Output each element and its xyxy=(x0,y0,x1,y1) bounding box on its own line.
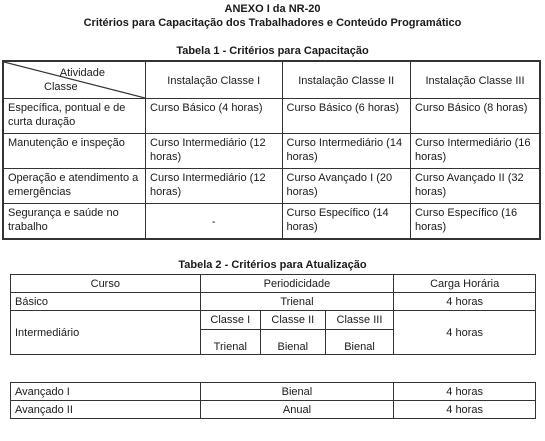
corner-label-class: Classe xyxy=(44,81,78,93)
table2-header-row: Curso Periodicidade Carga Horária xyxy=(10,274,536,293)
row-label: Segurança e saúde no trabalho xyxy=(2,203,147,240)
table2-title: Tabela 2 - Critérios para Atualização xyxy=(178,259,367,271)
table-cell: Curso Específico (16 horas) xyxy=(409,203,541,240)
table-row: Manutenção e inspeção Curso Intermediári… xyxy=(2,133,541,169)
workload: 4 horas xyxy=(393,400,536,419)
table1-col-header: Instalação Classe III xyxy=(409,60,541,99)
table-cell: Curso Avançado II (32 horas) xyxy=(409,168,541,204)
course-name: Avançado I xyxy=(10,382,201,401)
table-cell: - xyxy=(145,203,283,240)
periodicity: Bienal xyxy=(199,382,395,401)
periodicity-by-class: Classe I Classe II Classe III Trienal Bi… xyxy=(199,310,395,355)
table-row: Avançado II Anual 4 horas xyxy=(10,400,536,419)
training-criteria-table: Atividade Classe Instalação Classe I Ins… xyxy=(2,60,541,240)
table2-col-header: Curso xyxy=(10,274,201,293)
table-cell: Curso Avançado I (20 horas) xyxy=(281,168,411,204)
row-label: Operação e atendimento a emergências xyxy=(2,168,147,204)
table-cell: Curso Básico (6 horas) xyxy=(281,98,411,134)
periodicity: Trienal xyxy=(199,292,395,311)
row-label: Manutenção e inspeção xyxy=(2,133,147,169)
table-row: Operação e atendimento a emergências Cur… xyxy=(2,168,541,204)
row-label: Específica, pontual e de curta duração xyxy=(2,98,147,134)
annex-title: ANEXO I da NR-20 xyxy=(224,3,321,15)
workload: 4 horas xyxy=(393,310,536,355)
table2-col-header: Periodicidade xyxy=(199,274,395,293)
periodicity: Bienal xyxy=(324,329,394,354)
table-cell: Curso Intermediário (12 horas) xyxy=(145,168,283,204)
annex-subtitle: Critérios para Capacitação dos Trabalhad… xyxy=(83,17,462,29)
class-header: Classe I xyxy=(200,311,261,330)
table-cell: Curso Básico (8 horas) xyxy=(409,98,541,134)
table1-col-header: Instalação Classe II xyxy=(281,60,411,99)
periodicity: Anual xyxy=(199,400,395,419)
periodicity: Trienal xyxy=(200,329,261,354)
workload: 4 horas xyxy=(393,292,536,311)
advanced-update-table: Avançado I Bienal 4 horas Avançado II An… xyxy=(10,382,536,419)
table1-title: Tabela 1 - Critérios para Capacitação xyxy=(176,45,369,57)
update-criteria-table: Curso Periodicidade Carga Horária Básico… xyxy=(10,274,536,355)
table-row: Básico Trienal 4 horas xyxy=(10,292,536,311)
class-header: Classe II xyxy=(259,311,326,330)
table-cell: Curso Básico (4 horas) xyxy=(145,98,283,134)
table-cell: Curso Intermediário (12 horas) xyxy=(145,133,283,169)
table-cell: Curso Intermediário (16 horas) xyxy=(409,133,541,169)
class-subtable: Classe I Classe II Classe III Trienal Bi… xyxy=(200,311,394,354)
course-name: Intermediário xyxy=(10,310,201,355)
table1-col-header: Instalação Classe I xyxy=(145,60,283,99)
course-name: Avançado II xyxy=(10,400,201,419)
table-cell: Curso Específico (14 horas) xyxy=(281,203,411,240)
table-cell: Curso Intermediário (14 horas) xyxy=(281,133,411,169)
workload: 4 horas xyxy=(393,382,536,401)
class-header: Classe III xyxy=(324,311,394,330)
table2-col-header: Carga Horária xyxy=(393,274,536,293)
table-row: Intermediário Classe I Classe II Classe … xyxy=(10,310,536,355)
table1-header-row: Atividade Classe Instalação Classe I Ins… xyxy=(2,60,541,99)
table-row: Específica, pontual e de curta duração C… xyxy=(2,98,541,134)
table1-corner-cell: Atividade Classe xyxy=(2,60,147,99)
periodicity: Bienal xyxy=(259,329,326,354)
table-row: Segurança e saúde no trabalho - Curso Es… xyxy=(2,203,541,240)
course-name: Básico xyxy=(10,292,201,311)
corner-label-activity: Atividade xyxy=(59,67,106,79)
table-row: Avançado I Bienal 4 horas xyxy=(10,382,536,401)
